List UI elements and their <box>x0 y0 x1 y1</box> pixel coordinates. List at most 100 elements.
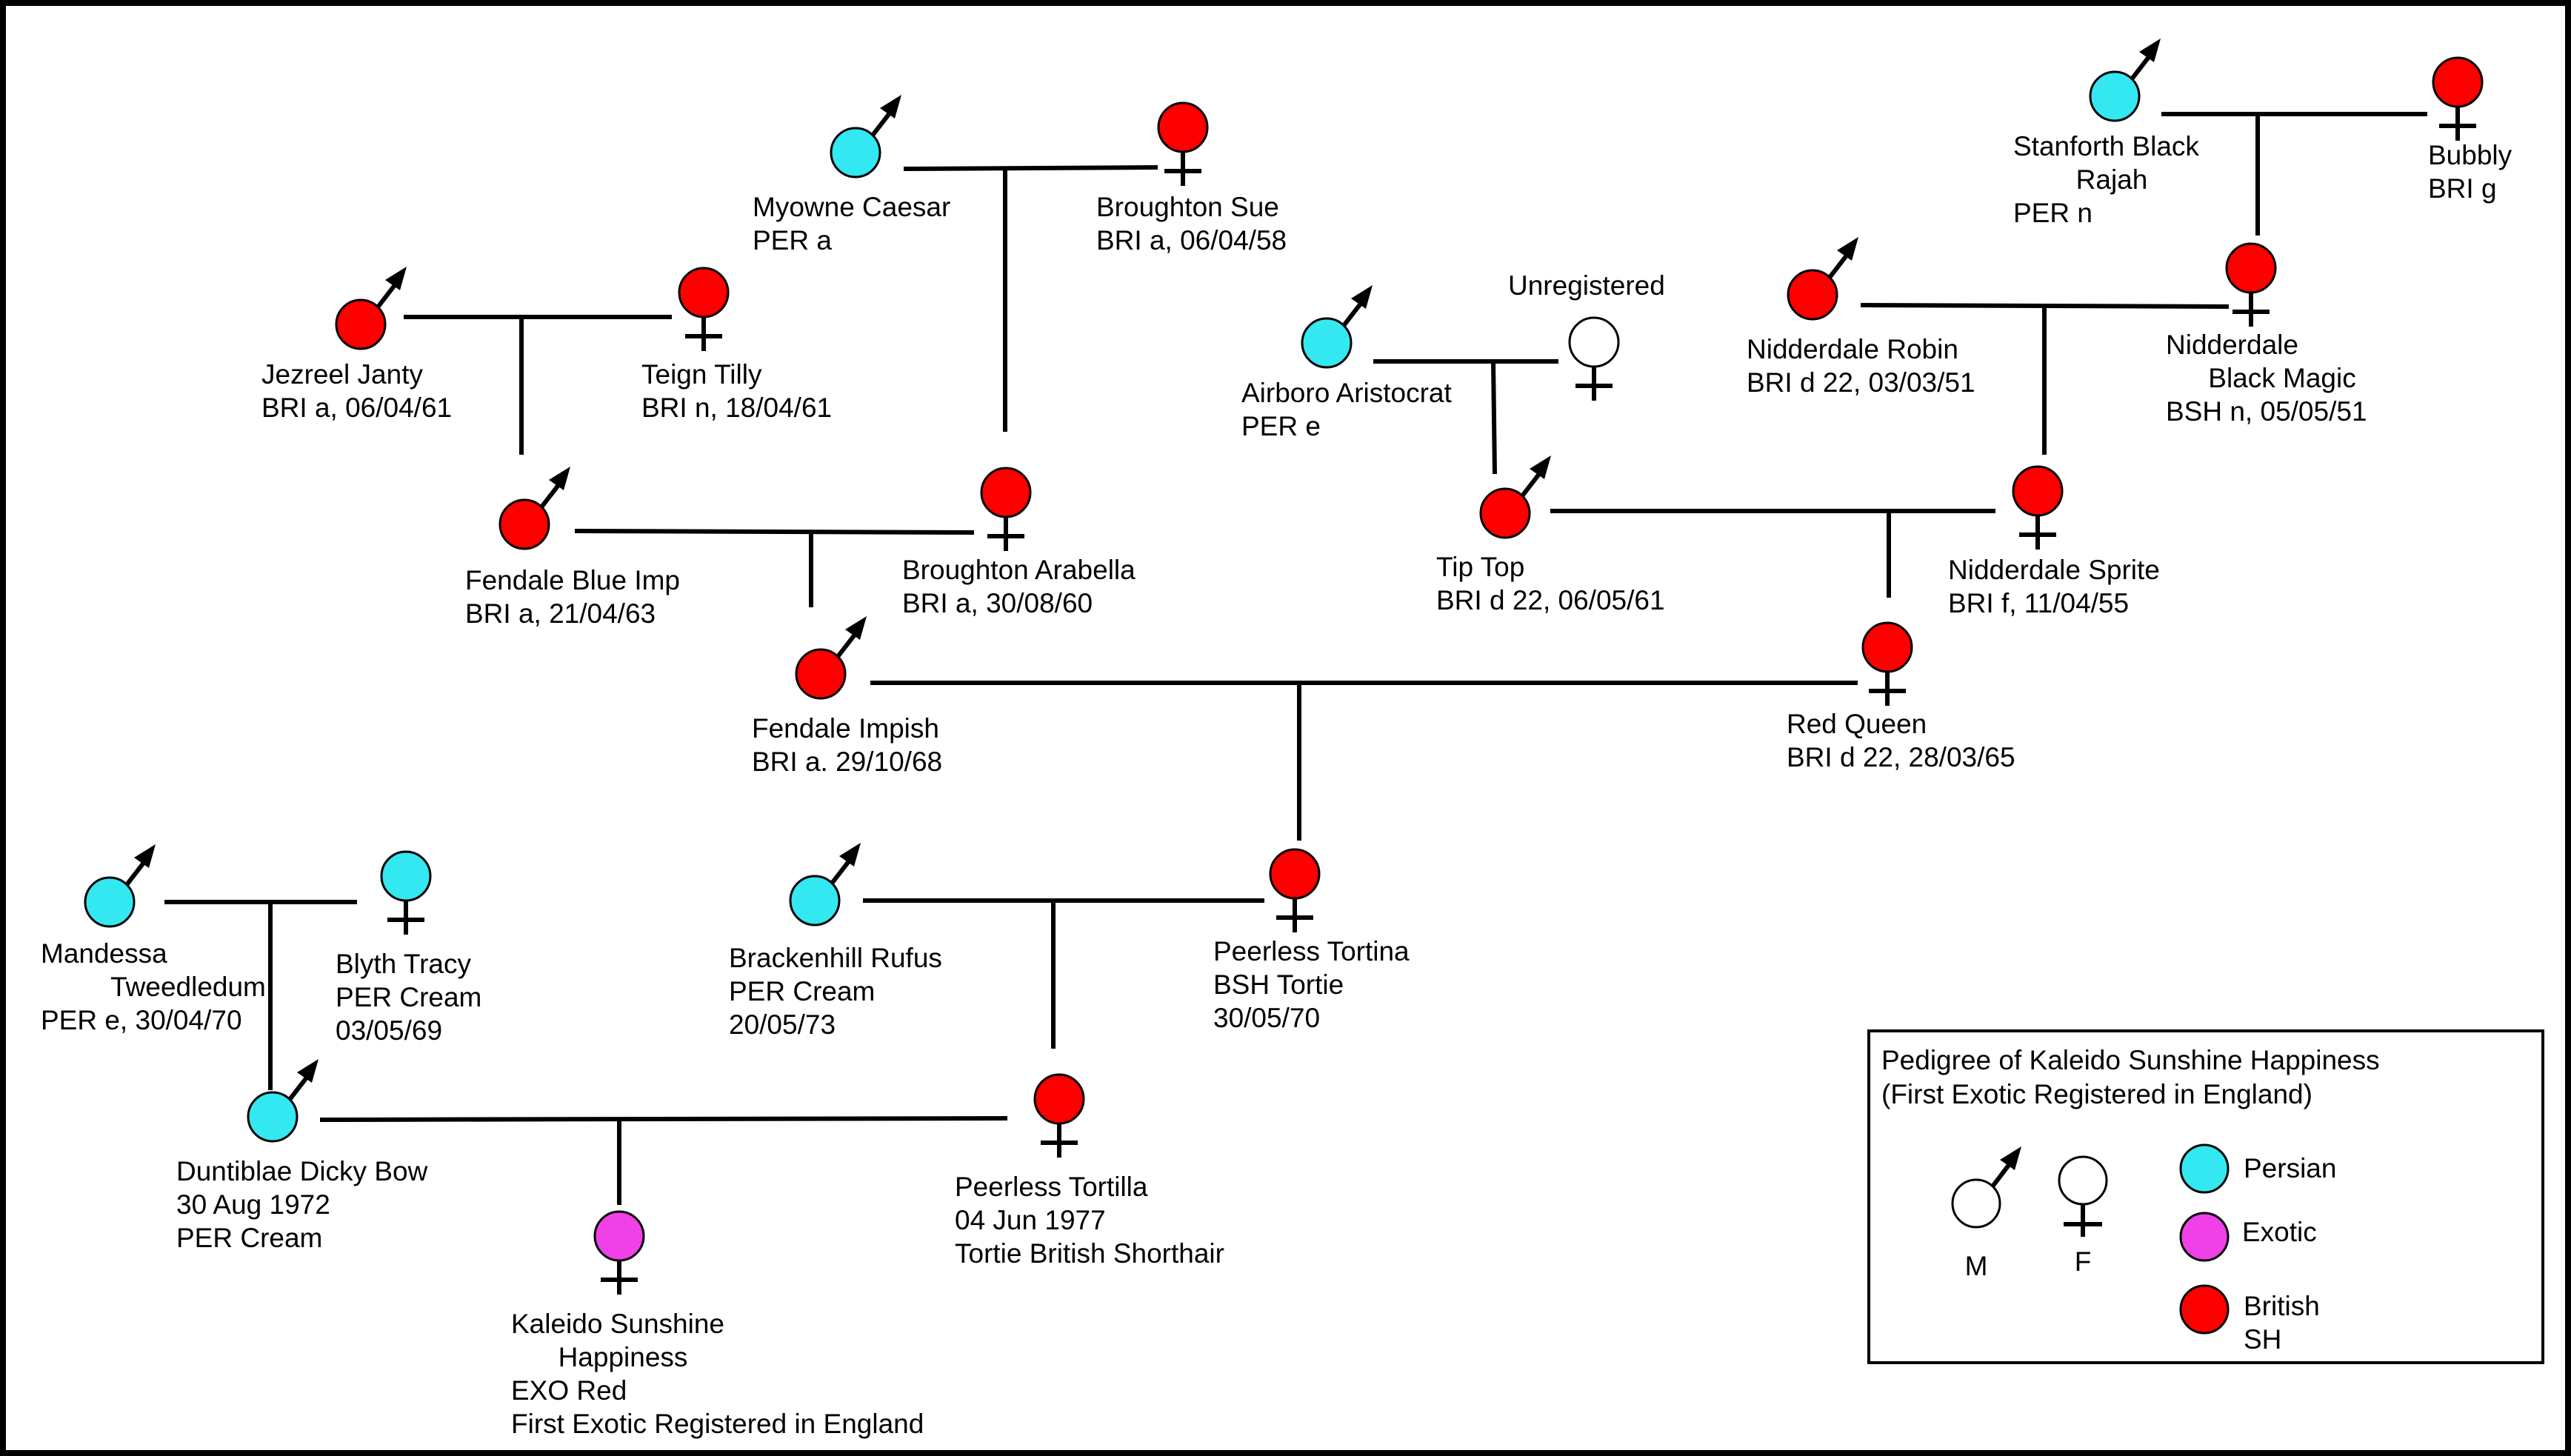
cat-detail-label: Tweedledum <box>110 972 266 1002</box>
cat-detail-label: BRI a, 30/08/60 <box>902 588 1093 618</box>
cat-detail-label: 30 Aug 1972 <box>176 1189 330 1220</box>
british-cat-circle <box>2432 56 2484 108</box>
cat-name-label: Bubbly <box>2428 140 2512 170</box>
male-symbol-icon <box>870 95 901 138</box>
persian-cat-circle <box>84 876 136 928</box>
british-cat-circle <box>1479 487 1531 539</box>
cat-name-label: Nidderdale <box>2166 330 2298 360</box>
cat-detail-label: Rajah <box>2076 164 2148 195</box>
cat-detail-label: Black Magic <box>2208 363 2355 393</box>
cat-detail-label: BRI d 22, 03/03/51 <box>1747 367 1975 398</box>
persian-cat-circle <box>789 875 841 926</box>
cat-name-label: Peerless Tortina <box>1213 936 1410 966</box>
unregistered-cat-circle <box>1568 316 1620 368</box>
cat-name-label: Broughton Arabella <box>902 555 1136 585</box>
cat-name-label: Airboro Aristocrat <box>1241 378 1452 408</box>
cat-name-label: Fendale Blue Imp <box>465 565 680 595</box>
female-symbol-icon <box>2232 293 2270 327</box>
cat-detail-label: 20/05/73 <box>729 1009 836 1040</box>
cat-name-label: Myowne Caesar <box>753 192 950 222</box>
cat-name-label: Nidderdale Robin <box>1747 334 1958 364</box>
cat-name-label: Unregistered <box>1508 270 1665 301</box>
male-symbol-icon <box>835 616 867 659</box>
female-symbol-icon <box>601 1260 638 1295</box>
cat-detail-label: BRI d 22, 06/05/61 <box>1436 585 1665 615</box>
female-symbol-icon <box>387 901 424 935</box>
cat-detail-label: PER e, 30/04/70 <box>41 1005 242 1035</box>
persian-cat-circle <box>830 127 881 178</box>
british-cat-circle <box>1157 101 1209 153</box>
cat-name-label: Tip Top <box>1436 552 1524 582</box>
british-cat-circle <box>1861 621 1913 673</box>
female-symbol-icon <box>987 517 1024 551</box>
cat-node-unregistered: Unregistered <box>1508 270 1665 401</box>
cat-detail-label: BSH Tortie <box>1213 969 1344 1000</box>
british-cat-circle <box>795 648 847 700</box>
legend-persian-swatch <box>2179 1143 2230 1194</box>
cat-name-label: Stanforth Black <box>2013 131 2199 161</box>
cat-name-label: Blyth Tracy <box>336 949 471 979</box>
legend: Pedigree of Kaleido Sunshine Happiness (… <box>1867 1029 2544 1364</box>
british-cat-circle <box>678 267 730 318</box>
legend-male-label: M <box>1965 1251 1988 1281</box>
male-symbol-icon <box>1519 455 1551 498</box>
cat-detail-label: EXO Red <box>511 1375 627 1406</box>
female-symbol-icon <box>1575 367 1613 401</box>
legend-male-icon <box>1951 1146 2021 1229</box>
cat-detail-label: BRI d 22, 28/03/65 <box>1787 742 2015 772</box>
legend-female-label: F <box>2075 1246 2092 1277</box>
female-symbol-icon <box>1276 898 1313 932</box>
male-symbol-icon <box>829 843 861 886</box>
cat-name-label: Mandessa <box>41 938 167 969</box>
cat-detail-label: PER n <box>2013 198 2093 228</box>
british-cat-circle <box>980 467 1032 518</box>
cat-name-label: Jezreel Janty <box>261 359 423 390</box>
cat-detail-label: Happiness <box>558 1342 688 1372</box>
cat-name-label: Kaleido Sunshine <box>511 1309 724 1339</box>
male-symbol-icon <box>1341 285 1373 328</box>
male-symbol-icon <box>287 1059 319 1102</box>
female-symbol-icon <box>1869 672 1906 706</box>
female-symbol-icon <box>685 317 722 351</box>
british-cat-circle <box>2225 242 2277 294</box>
cat-detail-label: PER Cream <box>336 982 481 1012</box>
legend-british-swatch <box>2179 1284 2230 1335</box>
british-cat-circle <box>1787 269 1838 321</box>
cat-detail-label: 30/05/70 <box>1213 1003 1320 1033</box>
cat-detail-label: 03/05/69 <box>336 1015 442 1046</box>
cat-detail-label: BRI f, 11/04/55 <box>1948 588 2129 618</box>
female-symbol-icon <box>2019 515 2056 550</box>
legend-title-line-2: (First Exotic Registered in England) <box>1881 1079 2312 1109</box>
british-cat-circle <box>498 498 550 550</box>
cat-name-label: Peerless Tortilla <box>955 1172 1148 1202</box>
cat-name-label: Broughton Sue <box>1096 192 1279 222</box>
cat-detail-label: BRI a, 21/04/63 <box>465 598 656 629</box>
cat-detail-label: BRI g <box>2428 173 2497 204</box>
cat-detail-label: BSH n, 05/05/51 <box>2166 396 2367 427</box>
female-symbol-icon <box>2439 107 2476 141</box>
male-symbol-icon <box>124 844 156 887</box>
male-symbol-icon <box>375 267 407 310</box>
cat-detail-label: First Exotic Registered in England <box>511 1409 924 1439</box>
cat-detail-label: BRI a, 06/04/61 <box>261 393 452 423</box>
persian-cat-circle <box>380 850 432 902</box>
cat-detail-label: BRI a. 29/10/68 <box>752 747 942 777</box>
